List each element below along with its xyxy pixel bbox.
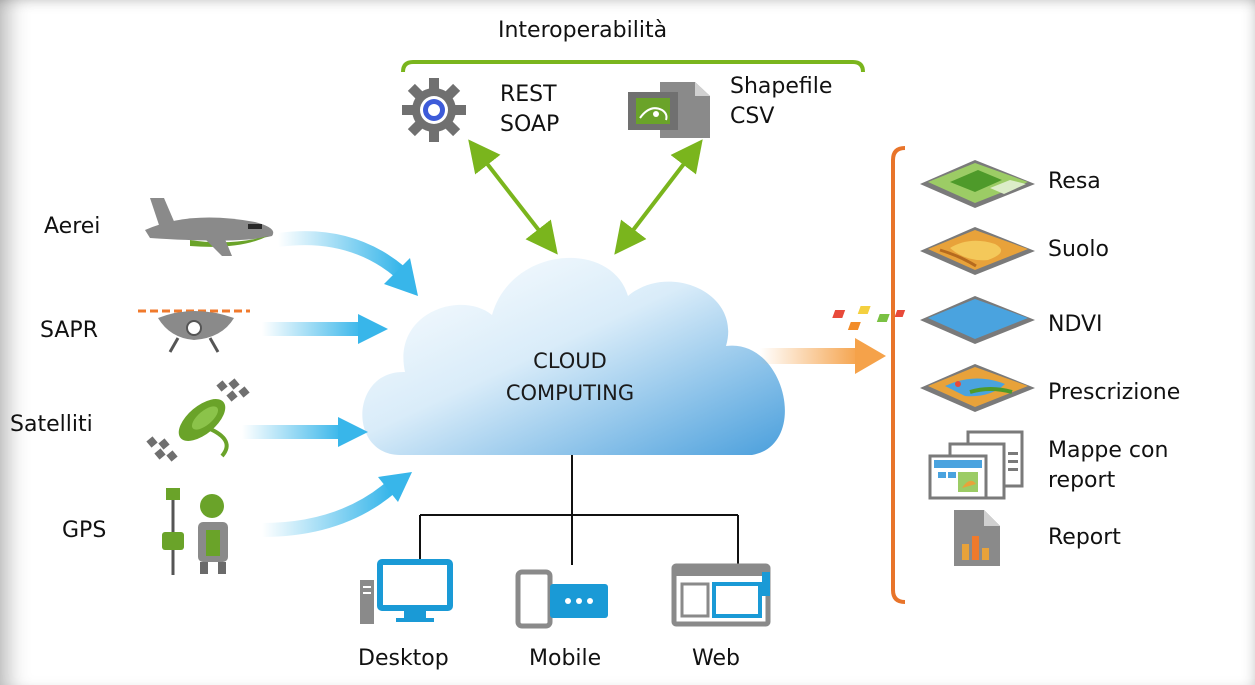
format-shapefile: Shapefile xyxy=(730,74,833,99)
web-icon xyxy=(671,563,771,627)
service-soap: SOAP xyxy=(500,112,560,137)
plane-icon xyxy=(145,198,274,256)
source-aerei: Aerei xyxy=(44,214,101,239)
gear-icon xyxy=(402,78,466,142)
formats-label: Shapefile CSV xyxy=(730,72,832,132)
resa-icon xyxy=(920,160,1035,208)
services-label: REST SOAP xyxy=(500,80,559,140)
cloud-line-2: COMPUTING xyxy=(505,381,635,405)
output-prescrizione: Prescrizione xyxy=(1048,380,1181,405)
report-icon xyxy=(954,510,1000,566)
mobile-icon xyxy=(515,569,608,629)
output-mappe-line-2: report xyxy=(1048,468,1116,493)
source-gps: GPS xyxy=(62,518,107,543)
client-mobile: Mobile xyxy=(529,646,602,671)
satellite-icon xyxy=(146,378,250,462)
prescrizione-icon xyxy=(920,364,1035,412)
output-suolo: Suolo xyxy=(1048,237,1109,262)
client-desktop: Desktop xyxy=(358,646,449,671)
arrow-sapr-cloud xyxy=(262,314,388,344)
outputs-bracket xyxy=(891,146,906,604)
output-resa: Resa xyxy=(1048,169,1101,194)
cloud-line-1: CLOUD xyxy=(533,349,607,373)
desktop-icon xyxy=(360,559,453,624)
suolo-icon xyxy=(920,227,1035,275)
client-connectors xyxy=(419,455,739,565)
cloud-label: CLOUD COMPUTING xyxy=(470,345,670,409)
arrow-satelliti-cloud xyxy=(242,417,368,447)
output-mappe-report: Mappe con report xyxy=(1048,436,1168,496)
mappe-report-icon xyxy=(928,430,1024,500)
source-sapr: SAPR xyxy=(40,318,98,343)
gps-icon xyxy=(162,488,228,575)
format-csv: CSV xyxy=(730,104,775,129)
service-rest: REST xyxy=(500,82,557,107)
ndvi-icon xyxy=(832,296,1035,344)
interop-title: Interoperabilità xyxy=(498,18,668,43)
output-report: Report xyxy=(1048,525,1121,550)
interop-bracket xyxy=(401,60,865,73)
client-web: Web xyxy=(692,646,740,671)
cloud-shape xyxy=(362,257,785,455)
output-mappe-line-1: Mappe con xyxy=(1048,438,1169,463)
arrow-gps-cloud xyxy=(261,472,412,537)
source-satelliti: Satelliti xyxy=(10,412,93,437)
drone-icon xyxy=(138,309,250,353)
arrow-cloud-outputs xyxy=(760,338,886,374)
arrow-rest-cloud xyxy=(468,139,558,255)
arrow-aerei-cloud xyxy=(277,231,418,296)
arrow-shapefile-cloud xyxy=(614,139,703,255)
output-ndvi: NDVI xyxy=(1048,312,1103,337)
shapefile-icon xyxy=(628,82,710,138)
